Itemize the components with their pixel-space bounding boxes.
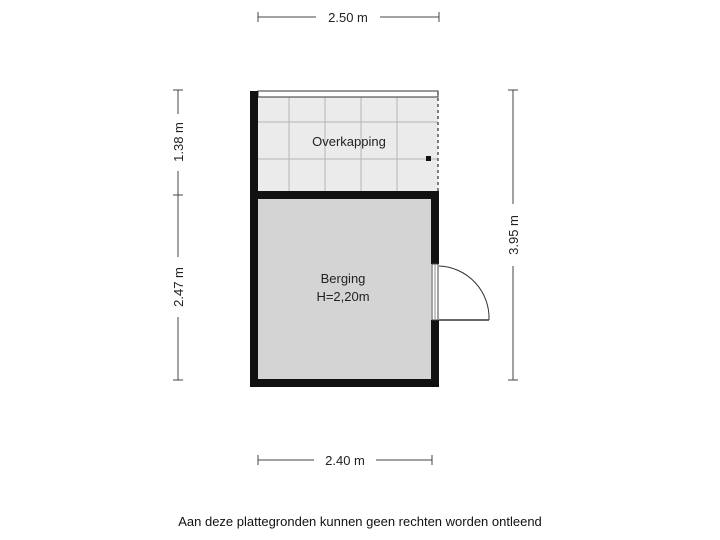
overkapping-area [257,90,439,191]
berging-label: Berging [321,271,366,286]
walls [250,91,439,387]
dimension-left-upper-label: 1.38 m [171,122,186,162]
overkapping-floor [258,96,438,191]
door [431,263,490,321]
wall-middle [250,191,439,199]
overkapping-tile-grid [258,96,438,191]
dimension-bottom [257,455,433,465]
wall-right-lower [431,320,439,387]
wall-bottom [250,379,439,387]
overkapping-top-beam [257,90,439,98]
dimension-left-lower-label: 2.47 m [171,267,186,307]
disclaimer-text: Aan deze plattegronden kunnen geen recht… [178,514,542,529]
wall-left [250,91,258,387]
berging-floor [258,199,431,379]
dimension-right [508,89,518,381]
overkapping-label: Overkapping [312,134,386,149]
wall-right-upper [431,191,439,264]
dimension-bottom-label: 2.40 m [325,453,365,468]
overkapping-post [426,156,431,161]
door-swing-arc [438,265,490,321]
dimension-right-label: 3.95 m [506,215,521,255]
dimension-left [173,89,183,381]
berging-height-label: H=2,20m [316,289,369,304]
dimension-top [257,12,440,22]
dimension-top-label: 2.50 m [328,10,368,25]
